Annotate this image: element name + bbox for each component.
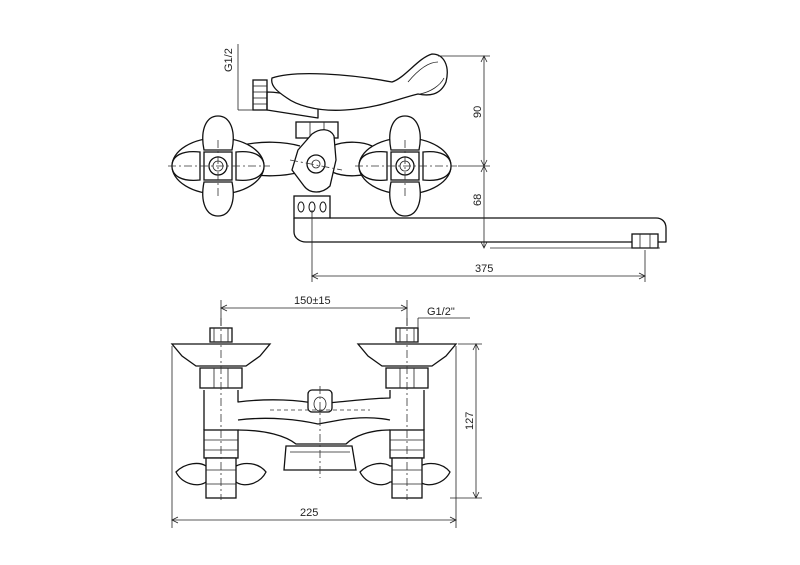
thread-label-front: G1/2" [427, 306, 455, 318]
mixer-body-front [203, 389, 425, 445]
dim-height-lower: 68 [472, 194, 484, 206]
left-cross-handle-top [171, 115, 265, 217]
dim-spout-length: 375 [475, 263, 493, 275]
width-dimension-front: 225 [171, 346, 457, 528]
center-distance-dimension: 150±15 [220, 295, 408, 326]
inlet-thread-stub [252, 79, 319, 119]
right-stem-handle-front [359, 429, 451, 499]
center-line [289, 159, 343, 171]
dim-width-front: 225 [300, 507, 318, 519]
thread-callout-front: G1/2" [417, 306, 470, 328]
dim-height-upper: 90 [472, 106, 484, 118]
lever-handle-top [271, 53, 448, 111]
spout-length-dimension: 375 [311, 210, 646, 282]
height-dimensions-top: 90 68 [438, 55, 660, 249]
top-view: G1/2 90 68 375 [168, 44, 667, 282]
height-dimension-front: 127 [450, 343, 482, 499]
thread-label-top: G1/2 [223, 48, 235, 72]
thread-callout-top: G1/2 [223, 44, 253, 111]
diverter-knob-top [291, 129, 337, 193]
front-view: 150±15 G1/2" 127 225 [170, 295, 482, 528]
dim-height-front: 127 [464, 412, 476, 430]
spout-top [293, 217, 667, 249]
dim-center-distance: 150±15 [294, 295, 331, 307]
